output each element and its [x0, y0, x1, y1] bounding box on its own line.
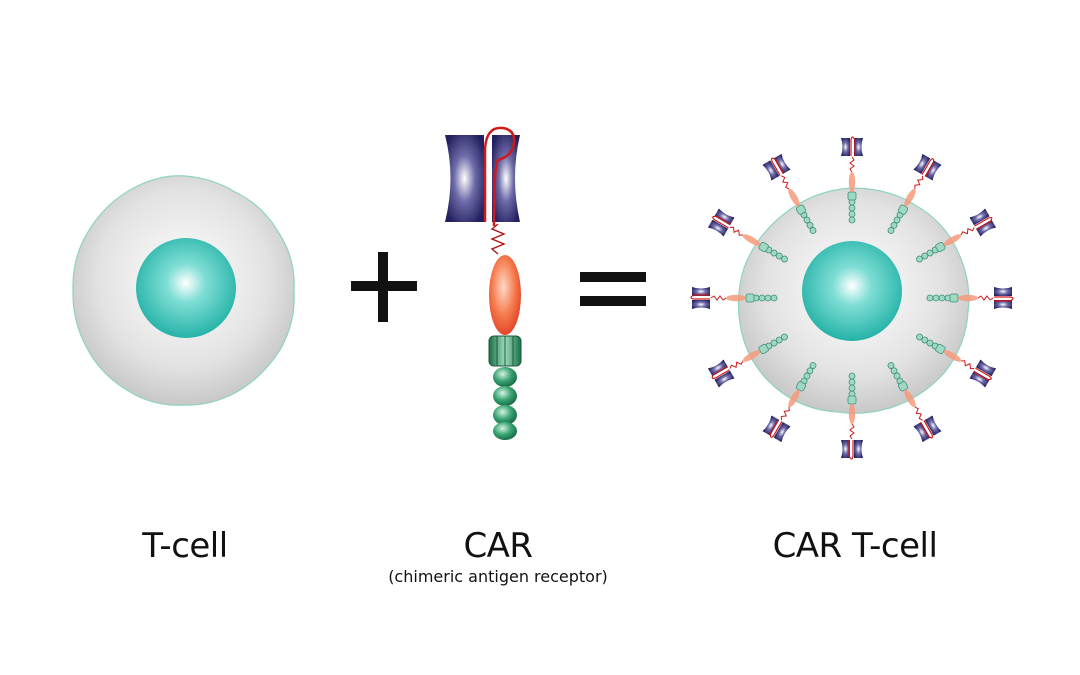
- car-tcell-figure: [690, 136, 1014, 460]
- car-hinge: [490, 223, 506, 255]
- car-tcell-label: CAR T-cell: [772, 526, 938, 566]
- car-binding-domain-right: [492, 135, 520, 222]
- car-transmembrane-domain: [489, 255, 521, 335]
- car-receptor: [445, 126, 522, 440]
- car-linker-loop: [483, 126, 516, 226]
- car-binding-domain-left: [445, 135, 484, 222]
- tcell-label: T-cell: [142, 526, 228, 566]
- equals-sign: [580, 272, 646, 306]
- plus-sign: [351, 252, 417, 322]
- car-tcell-nucleus: [802, 241, 902, 341]
- tcell-figure: [72, 175, 295, 406]
- car-full-name-label: (chimeric antigen receptor): [388, 567, 608, 586]
- car-costimulatory-domain: [488, 335, 522, 367]
- car-signaling-domain: [493, 367, 517, 440]
- car-label: CAR: [463, 526, 533, 566]
- tcell-nucleus: [136, 238, 236, 338]
